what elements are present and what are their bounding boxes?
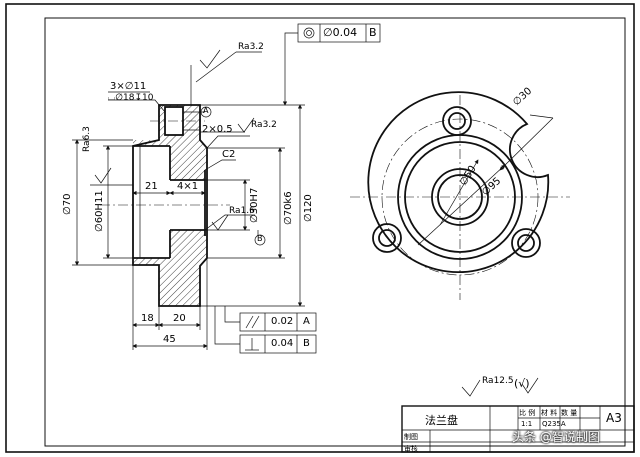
fcf-parallel-datum: A — [303, 316, 310, 327]
title-qty-header: 数 量 — [561, 409, 578, 417]
roughness-general-extra: (√) — [514, 377, 530, 390]
fcf-top — [297, 23, 381, 43]
dim-4x1: 4×1 — [177, 181, 199, 192]
dim-chamfer: 2×0.5 — [202, 124, 233, 135]
roughness-symbols — [94, 49, 539, 397]
dim-dia70: ∅70 — [62, 193, 73, 215]
dim-c2: C2 — [222, 149, 236, 160]
dim-dia70k6: ∅70k6 — [283, 191, 294, 225]
dim-21: 21 — [145, 181, 158, 192]
datum-a-label: A — [203, 106, 209, 115]
title-scale: 1:1 — [521, 420, 533, 428]
inner-frame — [44, 17, 626, 447]
fcf-parallel-value: 0.02 — [271, 316, 294, 327]
dim-d30: ∅30 — [511, 85, 535, 109]
dim-18: 18 — [141, 313, 154, 324]
dim-d50: ∅50 — [458, 163, 479, 188]
hatch-flange-top — [133, 105, 207, 180]
title-checked: 审核 — [404, 445, 418, 453]
section-dimensions — [72, 32, 305, 350]
dim-dia30: ∅30H7 — [249, 187, 260, 223]
dim-20: 20 — [173, 313, 186, 324]
roughness-top: Ra3.2 — [238, 42, 264, 52]
section-view — [100, 104, 230, 307]
title-material: Q235A — [542, 420, 566, 428]
title-drawn: 制图 — [404, 433, 418, 441]
title-sheet: A3 — [606, 411, 622, 425]
fcf-perp-value: 0.04 — [271, 338, 294, 349]
roughness-step: Ra1.6 — [229, 206, 255, 216]
dim-d95: ∅95 — [480, 175, 504, 199]
title-scale-header: 比 例 — [519, 409, 536, 417]
title-material-header: 材 料 — [541, 409, 558, 417]
front-view — [350, 91, 570, 300]
drawing-border — [5, 3, 635, 453]
datum-b-label: B — [257, 234, 263, 243]
datum-b-circle — [254, 234, 266, 246]
hatch-flange-bottom — [133, 230, 207, 306]
dim-45: 45 — [163, 334, 176, 345]
fcf-perpendicular-frame — [239, 334, 317, 354]
watermark: 头条 @智说制图 — [512, 430, 600, 444]
dim-dia120: ∅120 — [303, 194, 314, 222]
title-block — [401, 405, 635, 453]
fcf-top-datum: B — [369, 26, 377, 39]
dim-counterbore: ⌴∅18↧10 — [108, 93, 154, 103]
roughness-face: Ra3.2 — [251, 120, 277, 130]
fcf-top-value: ∅0.04 — [323, 26, 358, 39]
dim-holes: 3×∅11 — [110, 81, 147, 92]
fcf-parallel-frame — [239, 312, 317, 332]
datum-a-circle — [200, 106, 212, 118]
title-name: 法兰盘 — [425, 414, 458, 427]
fcf-perp-datum: B — [303, 338, 310, 349]
roughness-bore: Ra6.3 — [82, 126, 92, 152]
dim-dia60: ∅60H11 — [94, 190, 105, 232]
roughness-general: Ra12.5 — [482, 376, 514, 386]
